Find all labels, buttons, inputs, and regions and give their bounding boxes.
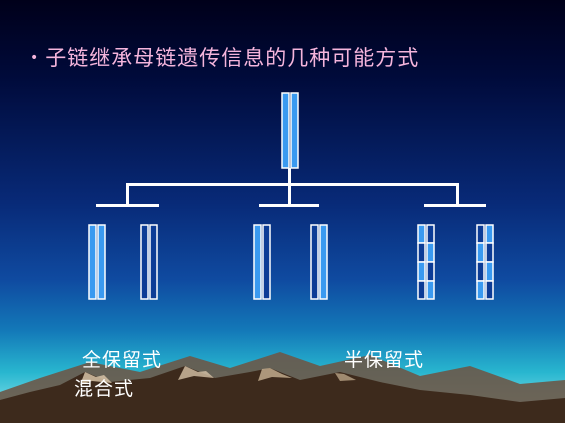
dispersive-products [417, 224, 494, 300]
bullet-point: • [30, 50, 40, 66]
base-bar-middle [259, 204, 319, 207]
dispersive-dna1-b-seg1 [426, 224, 435, 244]
mountain-highlights [80, 372, 112, 385]
dispersive-dna2-b-seg4 [485, 280, 494, 300]
dispersive-dna1-a-seg1 [417, 224, 426, 244]
connector-stem [288, 168, 291, 184]
parent-dna [281, 92, 299, 169]
conservative-dna1-strand-a [88, 224, 97, 300]
connector-drop-middle [288, 183, 291, 205]
conservative-dna2-strand-a [140, 224, 149, 300]
dispersive-dna1-b-seg2 [426, 242, 435, 263]
slide-title: • 子链继承母链遗传信息的几种可能方式 [30, 42, 419, 72]
label-semiconservative: 半保留式 [344, 349, 425, 371]
semiconservative-dna1-strand-new [262, 224, 271, 300]
conservative-dna2-strand-b [149, 224, 158, 300]
label-conservative: 全保留式 [82, 349, 163, 371]
base-bar-right [424, 204, 486, 207]
title-text: 子链继承母链遗传信息的几种可能方式 [45, 46, 420, 70]
connector-bar [126, 183, 459, 186]
connector-drop-right [456, 183, 459, 205]
semiconservative-dna2-strand-parent [319, 224, 328, 300]
dispersive-dna1-a-seg3 [417, 261, 426, 282]
conservative-products [88, 224, 158, 300]
dispersive-dna2-a-seg3 [476, 261, 485, 282]
conservative-dna1-strand-b [97, 224, 106, 300]
label-dispersive: 混合式 [74, 378, 135, 400]
near-mountains [0, 366, 565, 423]
dispersive-dna1-b-seg3 [426, 261, 435, 282]
dispersive-dna2-a-seg4 [476, 280, 485, 300]
dispersive-dna2-b-seg1 [485, 224, 494, 244]
dispersive-dna2-b-seg3 [485, 261, 494, 282]
dispersive-dna1-a-seg4 [417, 280, 426, 300]
dispersive-dna2-a-seg2 [476, 242, 485, 263]
parent-strand-left [281, 92, 290, 169]
base-bar-left [96, 204, 159, 207]
mountain-highlights-3 [258, 368, 292, 381]
mountain-landscape [0, 352, 565, 423]
connector-drop-left [126, 183, 129, 205]
mountain-highlights-2 [178, 366, 214, 380]
semiconservative-dna2-strand-new [310, 224, 319, 300]
mountain-highlights-4 [335, 373, 356, 381]
dispersive-dna2-a-seg1 [476, 224, 485, 244]
semiconservative-dna1-strand-parent [253, 224, 262, 300]
parent-strand-right [290, 92, 299, 169]
branch-connector [96, 168, 486, 207]
dispersive-dna1-a-seg2 [417, 242, 426, 263]
semiconservative-products [253, 224, 328, 300]
dispersive-dna2-b-seg2 [485, 242, 494, 263]
dispersive-dna1-b-seg4 [426, 280, 435, 300]
